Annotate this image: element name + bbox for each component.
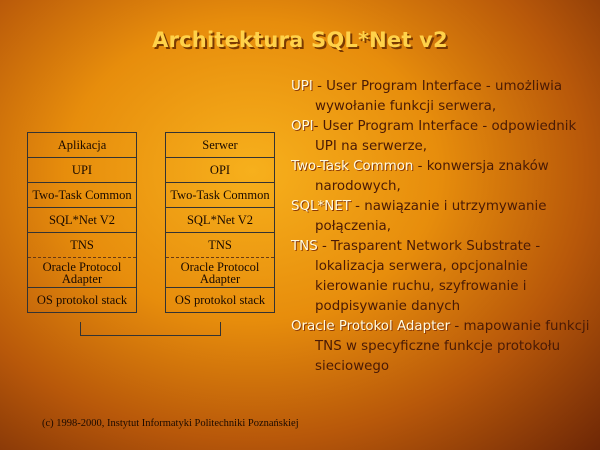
server-layer-server: Serwer <box>166 133 274 158</box>
client-layer-os-stack: OS protokol stack <box>28 288 136 313</box>
server-layer-opi: OPI <box>166 158 274 183</box>
definition-text: - Trasparent Network Substrate - lokaliz… <box>315 239 541 314</box>
client-layer-application: Aplikacja <box>28 133 136 158</box>
definition-term: Two-Task Common <box>291 159 414 174</box>
client-layer-upi: UPI <box>28 158 136 183</box>
slide-title: Architektura SQL*Net v2 <box>152 28 448 52</box>
client-layer-tns: TNS <box>28 233 136 258</box>
client-layer-sqlnet: SQL*Net V2 <box>28 208 136 233</box>
copyright-footer: (c) 1998-2000, Instytut Informatyki Poli… <box>42 418 299 429</box>
definition-term: SQL*NET <box>291 199 351 214</box>
client-stack: Aplikacja UPI Two-Task Common SQL*Net V2… <box>27 132 137 313</box>
server-layer-two-task-common: Two-Task Common <box>166 183 274 208</box>
definition-upi: UPI - User Program Interface - umożliwia… <box>291 77 596 117</box>
client-layer-protocol-adapter: Oracle Protocol Adapter <box>28 258 136 288</box>
definition-two-task-common: Two-Task Common - konwersja znaków narod… <box>291 157 596 197</box>
network-connection-line <box>80 322 221 336</box>
server-layer-sqlnet: SQL*Net V2 <box>166 208 274 233</box>
definition-protocol-adapter: Oracle Protokol Adapter - mapowanie funk… <box>291 317 596 377</box>
server-layer-tns: TNS <box>166 233 274 258</box>
definition-opi: OPI- User Program Interface - odpowiedni… <box>291 117 596 157</box>
definitions-list: UPI - User Program Interface - umożliwia… <box>291 77 596 377</box>
definition-term: Oracle Protokol Adapter <box>291 319 451 334</box>
client-layer-two-task-common: Two-Task Common <box>28 183 136 208</box>
definition-text: - nawiązanie i utrzymywanie połączenia, <box>315 199 547 234</box>
server-layer-protocol-adapter: Oracle Protocol Adapter <box>166 258 274 288</box>
definition-term: OPI <box>291 119 314 134</box>
definition-text: - mapowanie funkcji TNS w specyficzne fu… <box>315 319 590 374</box>
server-stack: Serwer OPI Two-Task Common SQL*Net V2 TN… <box>165 132 275 313</box>
definition-text: - konwersja znaków narodowych, <box>315 159 549 194</box>
definition-text: - User Program Interface - odpowiednik U… <box>313 119 577 154</box>
definition-text: - User Program Interface - umożliwia wyw… <box>312 79 563 114</box>
definition-term: UPI <box>291 79 313 94</box>
server-layer-os-stack: OS protokol stack <box>166 288 274 313</box>
definition-tns: TNS - Trasparent Network Substrate - lok… <box>291 237 596 317</box>
definition-sqlnet: SQL*NET - nawiązanie i utrzymywanie połą… <box>291 197 596 237</box>
definition-term: TNS <box>291 239 318 254</box>
